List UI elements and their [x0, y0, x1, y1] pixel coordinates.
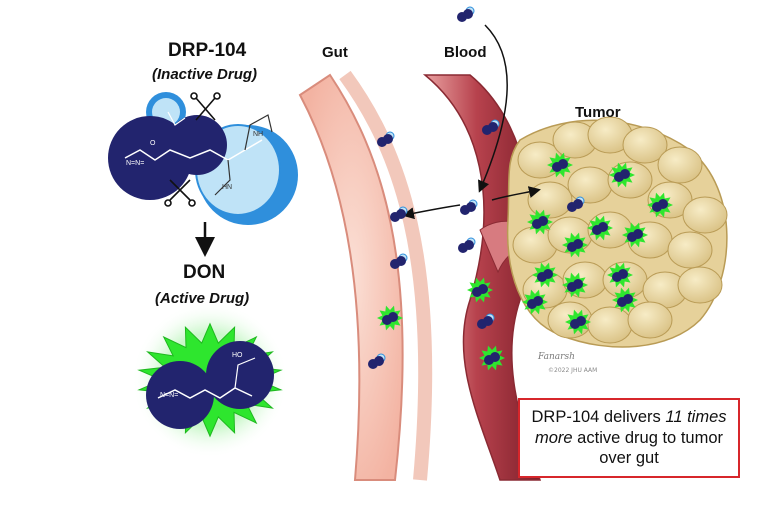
- active-drug-molecule: [132, 302, 288, 458]
- callout-prefix: DRP-104 delivers: [531, 408, 666, 427]
- scissors-icon: [164, 179, 196, 207]
- tumor-cell: [567, 166, 613, 204]
- prodrug-particle: [390, 253, 408, 269]
- gut-outer-edge: [339, 70, 433, 481]
- callout-suffix: active drug to tumor over gut: [572, 428, 723, 468]
- prodrug-particle: [482, 119, 500, 135]
- active-drug-particle: [562, 272, 588, 298]
- prodrug-subtitle: (Inactive Drug): [152, 66, 258, 83]
- blood-to-gut-arrow: [402, 204, 461, 220]
- active-drug-particle: [562, 232, 588, 258]
- scissors-icon: [190, 92, 221, 121]
- prodrug-particle: [457, 6, 475, 22]
- gut-label: Gut: [322, 44, 348, 61]
- prodrug-title: DRP-104: [168, 40, 247, 61]
- tumor-cell: [677, 266, 723, 304]
- prodrug-particle: [458, 237, 476, 253]
- blood-to-tumor-arrow: [491, 186, 541, 201]
- active-drug-particle: [467, 277, 493, 303]
- callout-text: DRP-104 delivers 11 times more active dr…: [520, 407, 738, 469]
- atom-label-diazo-active: N=N=: [160, 392, 179, 399]
- active-title: DON: [183, 262, 226, 283]
- tumor-cell: [622, 126, 668, 164]
- tumor-mass: [506, 116, 728, 348]
- atom-label-hn: HN: [222, 184, 233, 191]
- active-drug-particle: [547, 152, 573, 178]
- tumor-cell: [682, 196, 728, 234]
- active-drug-particle: [647, 192, 673, 218]
- gut-wall: [298, 73, 404, 481]
- tumor-cell: [587, 306, 633, 344]
- atom-label-ho: HO: [232, 352, 243, 359]
- active-drug-particle: [607, 262, 633, 288]
- tumor-label: Tumor: [575, 104, 621, 121]
- copyright-line: ©2022 JHU AAM: [548, 367, 598, 374]
- active-drug-particle: [377, 305, 403, 331]
- drug-particles: [368, 6, 673, 371]
- prodrug-particle: [477, 313, 495, 329]
- active-drug-particle: [622, 222, 648, 248]
- tumor-cell: [667, 231, 713, 269]
- prodrug-particle: [390, 206, 408, 222]
- artist-signature: Fanarsh: [538, 352, 575, 362]
- tumor-cell: [627, 301, 673, 339]
- blood-label: Blood: [444, 44, 487, 61]
- prodrug-particle: [377, 131, 395, 147]
- tumor-cell: [657, 146, 703, 184]
- active-drug-particle: [479, 345, 505, 371]
- active-drug-particle: [565, 309, 591, 335]
- prodrug-particle: [368, 353, 386, 369]
- drug-entry-arrow: [478, 24, 508, 193]
- prodrug-molecule: [108, 92, 298, 225]
- callout-box: DRP-104 delivers 11 times more active dr…: [518, 398, 740, 478]
- atom-label-nh: NH: [253, 131, 264, 138]
- active-drug-particle: [527, 209, 553, 235]
- prodrug-particle: [460, 199, 478, 215]
- prodrug-particle: [567, 196, 585, 212]
- active-drug-particle: [612, 287, 638, 313]
- callout-emphasis: 11 times more: [535, 408, 727, 447]
- active-drug-particle: [609, 162, 635, 188]
- active-subtitle: (Active Drug): [155, 290, 250, 307]
- atom-label-diazo: N=N=: [126, 160, 145, 167]
- atom-label-o: O: [150, 140, 156, 147]
- active-drug-particle: [587, 215, 613, 241]
- active-drug-particle: [532, 262, 558, 288]
- active-drug-particle: [522, 289, 548, 315]
- tumor-cell: [527, 181, 573, 219]
